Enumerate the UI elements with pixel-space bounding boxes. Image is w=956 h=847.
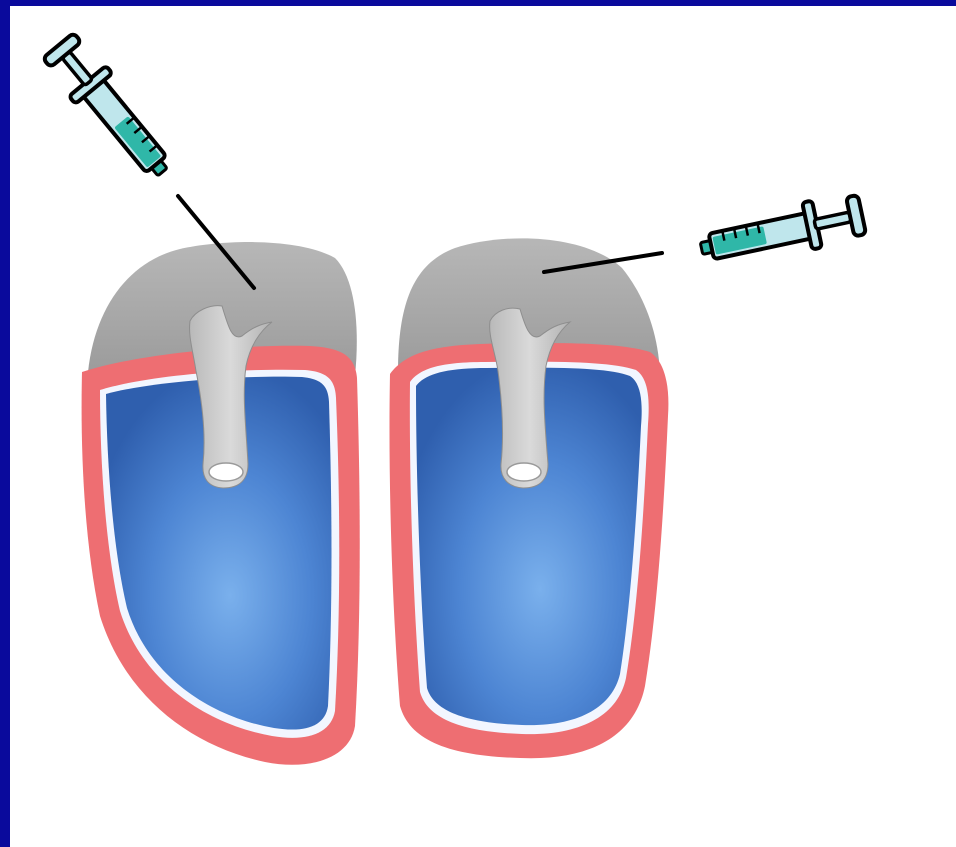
right-structure — [389, 238, 668, 758]
syringe-icon — [697, 191, 867, 272]
left-canal-opening — [209, 463, 243, 481]
left-structure — [82, 242, 360, 765]
left-syringe — [40, 30, 254, 288]
right-canal-opening — [507, 463, 541, 481]
illustration — [10, 6, 956, 847]
illustration-panel — [10, 6, 956, 847]
syringe-icon — [40, 30, 181, 187]
